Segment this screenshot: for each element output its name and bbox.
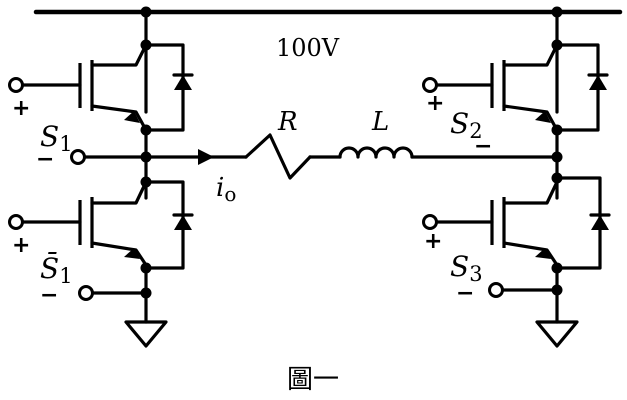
s1bar-minus-mark: − (40, 283, 58, 308)
s3-gate-terminal (422, 214, 438, 230)
junction-dot (551, 6, 563, 18)
s3-plus-mark: + (424, 229, 442, 254)
s1-minus-mark: − (36, 147, 54, 172)
voltage-label: 100V (276, 34, 340, 62)
s3-minus-terminal (488, 282, 504, 298)
switch-s1 (8, 43, 194, 132)
junction-dot (551, 39, 563, 51)
s1-bar-label-sub: 1 (59, 264, 72, 288)
s1-diode-icon (174, 75, 192, 90)
junction-dot (140, 176, 152, 188)
s1-source-arrow (124, 111, 140, 123)
s3-minus-mark: − (456, 281, 474, 306)
s1-plus-mark: + (12, 96, 30, 121)
s3-diode-loop (555, 176, 602, 270)
s1-label-sub: 1 (59, 132, 72, 156)
junction-dot (140, 151, 152, 163)
junction-dot (551, 124, 563, 136)
current-label-sub: o (224, 182, 236, 206)
switch-s2 (422, 43, 609, 132)
s1bar-drain (90, 180, 148, 205)
s3-drain (502, 180, 559, 205)
junction-dot (140, 124, 152, 136)
junction-dot (140, 39, 152, 51)
junction-dot (140, 287, 152, 299)
junction-dot (140, 6, 152, 18)
s3-label: S3 (450, 250, 483, 286)
switch-s3 (422, 176, 611, 270)
s1bar-source-arrow (124, 248, 140, 259)
s1-minus-terminal (70, 149, 86, 165)
figure-caption: 圖一 (287, 365, 339, 395)
switch-s1-bar (8, 180, 194, 270)
inductor-icon (338, 146, 414, 159)
junction-dot (551, 262, 563, 274)
s1-bar-label-main: S̄ (40, 251, 59, 285)
s2-minus-mark: − (474, 134, 492, 159)
resistor-icon (244, 133, 312, 180)
s1bar-minus-terminal (78, 285, 94, 301)
s1-label-main: S (40, 120, 59, 153)
s1bar-plus-mark: + (12, 233, 30, 258)
s1bar-gate-terminal (8, 214, 24, 230)
current-label-main: i (216, 173, 224, 203)
junction-dot (551, 151, 563, 163)
s2-source (502, 104, 559, 132)
left-ground-icon (124, 320, 168, 348)
s1-gate-terminal (8, 77, 24, 93)
junction-dot (551, 172, 563, 184)
current-label: io (216, 173, 236, 206)
current-arrow (198, 149, 214, 165)
right-ground-icon (535, 320, 579, 348)
s3-source (502, 241, 559, 267)
s2-diode-icon (589, 75, 607, 90)
s2-label-sub: 2 (469, 119, 482, 143)
s3-label-sub: 3 (469, 262, 482, 286)
s1-label: S1 (40, 120, 73, 156)
junction-dot (551, 284, 563, 296)
s3-label-main: S (450, 250, 469, 283)
s2-plus-mark: + (426, 91, 444, 116)
resistor-label: R (277, 107, 298, 137)
s1-bar-label: S̄1 (40, 251, 73, 288)
s2-label-main: S (450, 107, 469, 140)
s2-gate-terminal (422, 77, 438, 93)
s2-source-arrow (535, 111, 551, 123)
s3-source-arrow (535, 248, 551, 259)
s3-diode-icon (591, 215, 609, 230)
s2-drain (502, 43, 559, 67)
s1-drain (90, 43, 148, 67)
s1bar-source (90, 241, 148, 267)
s1bar-diode-icon (174, 215, 192, 230)
s1-source (90, 104, 148, 132)
junction-dot (140, 262, 152, 274)
inductor-label: L (371, 107, 389, 137)
s2-label: S2 (450, 107, 483, 143)
